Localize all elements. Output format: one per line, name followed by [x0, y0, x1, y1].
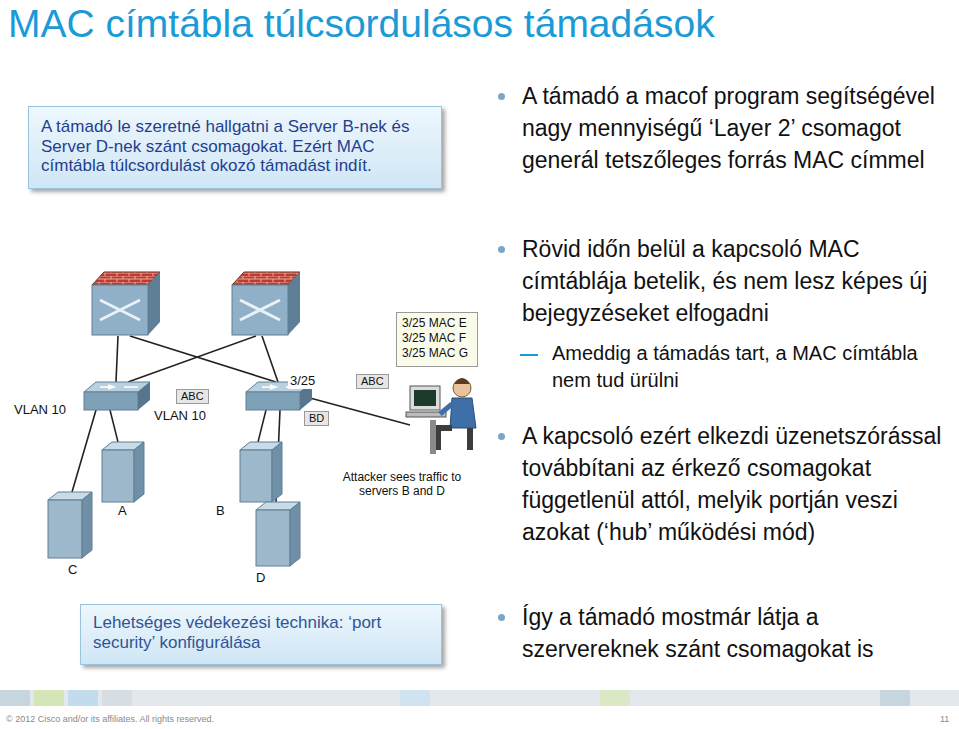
vlan-label: VLAN 10 — [12, 402, 68, 418]
switch-icon — [84, 382, 150, 410]
node-text: 3/25 MAC F — [402, 331, 472, 346]
node-text: Lehetséges védekezési technika: ‘port se… — [93, 613, 429, 654]
bullet-dot — [498, 433, 505, 440]
label-text: Ameddig a támadás tart, a MAC címtábla n… — [552, 342, 918, 391]
label-text: Így a támadó mostmár látja a szerverekne… — [522, 604, 874, 662]
bullet-dash — [520, 354, 538, 356]
sub-bullet-text: Ameddig a támadás tart, a MAC címtábla n… — [552, 340, 952, 394]
label-text: D — [256, 570, 265, 585]
bullet-text: A támadó a macof program segítségével na… — [522, 80, 952, 176]
multilayer-switch-icon — [232, 272, 300, 335]
label-text: ABC — [361, 375, 384, 387]
bullet-dot — [498, 93, 505, 100]
bullet-dot — [498, 246, 505, 253]
label-text: VLAN 10 — [14, 402, 66, 417]
label-text: A — [118, 503, 127, 518]
node-text: 3/25 MAC G — [402, 346, 472, 361]
attacker-note: Attacker sees traffic to servers B and D — [338, 470, 466, 498]
multilayer-switch-icon — [92, 272, 160, 335]
mac-tag: ABC — [356, 374, 389, 389]
label-text: 3/25 — [290, 373, 315, 388]
vlan-label: VLAN 10 — [152, 408, 208, 424]
defense-box: Lehetséges védekezési technika: ‘port se… — [80, 604, 442, 665]
node-text: A támadó le szeretné hallgatni a Server … — [41, 117, 429, 176]
label-text: B — [216, 503, 225, 518]
page-number: 11 — [940, 714, 949, 725]
mac-tag: BD — [304, 411, 329, 426]
label-text: A kapcsoló ezért elkezdi üzenetszórással… — [522, 423, 941, 545]
copyright: © 2012 Cisco and/or its affiliates. All … — [6, 714, 214, 725]
server-label: A — [116, 503, 129, 519]
node-text: 3/25 MAC E — [402, 316, 472, 331]
attacker-figure — [406, 378, 476, 454]
label-text: 11 — [940, 714, 949, 724]
server-label: B — [214, 503, 227, 519]
note-callout: A támadó le szeretné hallgatni a Server … — [28, 106, 442, 189]
label-text: Attacker sees traffic to servers B and D — [343, 470, 462, 498]
label-text: C — [68, 562, 77, 577]
label-text: VLAN 10 — [154, 408, 206, 423]
bullet-text: Így a támadó mostmár látja a szerverekne… — [522, 601, 956, 665]
bullet-text: Rövid időn belül a kapcsoló MAC címtáblá… — [522, 233, 952, 329]
label-text: © 2012 Cisco and/or its affiliates. All … — [6, 714, 214, 724]
label-text: ABC — [181, 390, 204, 402]
server-icon — [48, 442, 300, 566]
footer-bar — [0, 690, 959, 706]
server-label: D — [254, 570, 267, 586]
bullet-text: A kapcsoló ezért elkezdi üzenetszórással… — [522, 420, 952, 548]
mac-tag: ABC — [176, 389, 209, 404]
port-label: 3/25 — [288, 373, 317, 389]
slide-title: MAC címtábla túlcsordulásos támadások — [8, 2, 715, 46]
mac-table-box: 3/25 MAC E3/25 MAC F3/25 MAC G — [396, 312, 478, 367]
label-text: BD — [309, 412, 324, 424]
label-text: Rövid időn belül a kapcsoló MAC címtáblá… — [522, 236, 927, 326]
bullet-dot — [498, 614, 505, 621]
label-text: A támadó a macof program segítségével na… — [522, 83, 935, 173]
server-label: C — [66, 562, 79, 578]
